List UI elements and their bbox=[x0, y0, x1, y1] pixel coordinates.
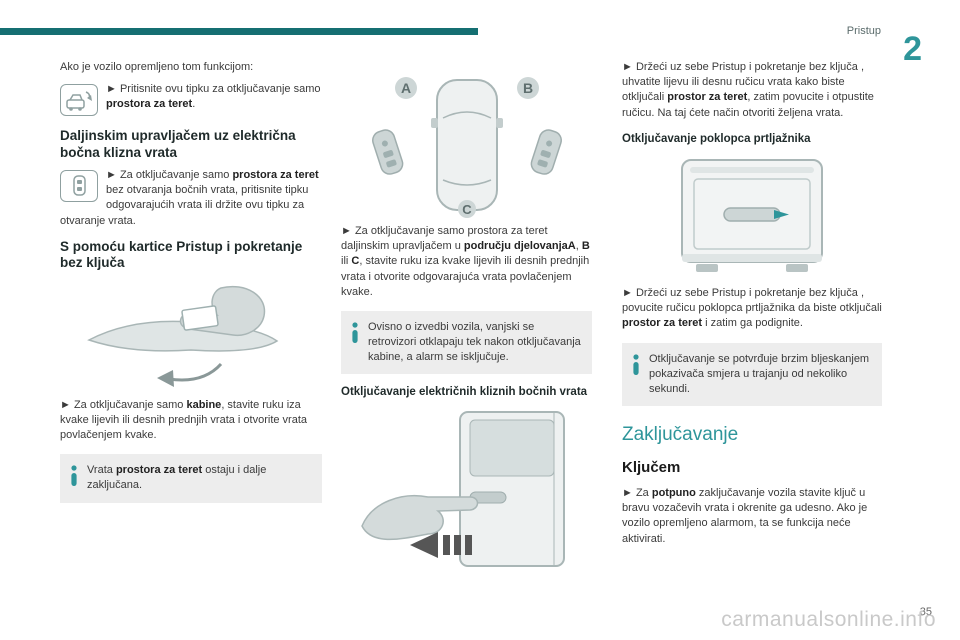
column-right: ► Držeći uz sebe Pristup i pokretanje be… bbox=[622, 60, 882, 554]
cargo-unlock-instruction: ► Pritisnite ovu tipku za otključavanje … bbox=[60, 82, 322, 118]
note-cargo-stays-locked-text: Vrata prostora za teret ostaju i dalje z… bbox=[87, 464, 267, 492]
column-left: Ako je vozilo opremljeno tom funkcijom: … bbox=[60, 60, 322, 513]
watermark: carmanualsonline.info bbox=[721, 608, 936, 631]
note-cargo-stays-locked: Vrata prostora za teret ostaju i dalje z… bbox=[60, 454, 322, 503]
zones-unlock-text: ► Za otključavanje samo prostora za tere… bbox=[341, 225, 590, 298]
cargo-unlock-button-icon bbox=[60, 84, 98, 117]
running-header: Pristup bbox=[846, 25, 881, 37]
heading-electric-sliding-doors: Otključavanje električnih kliznih bočnih… bbox=[341, 386, 588, 399]
heading-with-key: Ključem bbox=[622, 459, 681, 477]
chapter-number: 2 bbox=[903, 30, 922, 68]
zone-label-c: C bbox=[462, 202, 472, 217]
keyfob-zones-illustration: A B C bbox=[371, 77, 562, 218]
tailgate-illustration bbox=[681, 159, 823, 273]
figure-sliding-door bbox=[341, 408, 592, 570]
remote-unlock-instruction: ► Za otključavanje samo prostora za tere… bbox=[60, 168, 322, 229]
figure-keyfob-zones: A B C bbox=[341, 68, 592, 218]
note-indicator-flash: Otključavanje se potvrđuje brzim bljeska… bbox=[622, 342, 882, 407]
figure-keyless-card bbox=[60, 280, 322, 392]
keyless-card-illustration bbox=[87, 285, 279, 387]
intro-text: Ako je vozilo opremljeno tom funkcijom: bbox=[60, 61, 254, 73]
cab-unlock-text: ► Za otključavanje samo kabine, stavite … bbox=[60, 398, 308, 442]
lock-with-key-text: ► Za potpuno zaključavanje vozila stavit… bbox=[622, 487, 868, 545]
note-mirrors-alarm-text: Ovisno o izvedbi vozila, vanjski se retr… bbox=[368, 320, 581, 364]
info-icon bbox=[70, 463, 78, 493]
heading-keyless-card: S pomoću kartice Pristup i pokretanje be… bbox=[60, 238, 303, 271]
heading-tailgate-unlock: Otključavanje poklopca prtljažnika bbox=[622, 132, 811, 145]
note-mirrors-alarm: Ovisno o izvedbi vozila, vanjski se retr… bbox=[341, 310, 592, 375]
tailgate-unlock-text: ► Držeći uz sebe Pristup i pokretanje be… bbox=[622, 287, 882, 330]
sliding-door-illustration bbox=[360, 410, 565, 567]
zone-label-a: A bbox=[400, 80, 410, 96]
zone-label-b: B bbox=[522, 80, 532, 96]
remote-unlock-text: ► Za otključavanje samo prostora za tere… bbox=[60, 169, 319, 227]
remote-doors-button-icon bbox=[60, 170, 98, 203]
column-middle: A B C ► Za otključavanje samo prostora z… bbox=[341, 60, 592, 576]
note-indicator-flash-text: Otključavanje se potvrđuje brzim bljeska… bbox=[649, 352, 870, 395]
page-number: 35 bbox=[919, 606, 932, 618]
info-icon bbox=[632, 352, 640, 398]
cargo-unlock-text: ► Pritisnite ovu tipku za otključavanje … bbox=[106, 83, 321, 111]
chapter-accent-bar bbox=[0, 28, 478, 35]
heading-locking: Zaključavanje bbox=[622, 424, 739, 446]
figure-tailgate bbox=[622, 154, 882, 280]
info-icon bbox=[351, 320, 359, 366]
heading-remote-sliding-doors: Daljinskim upravljačem uz električna boč… bbox=[60, 128, 296, 160]
keyless-cargo-unlock-text: ► Držeći uz sebe Pristup i pokretanje be… bbox=[622, 61, 874, 119]
